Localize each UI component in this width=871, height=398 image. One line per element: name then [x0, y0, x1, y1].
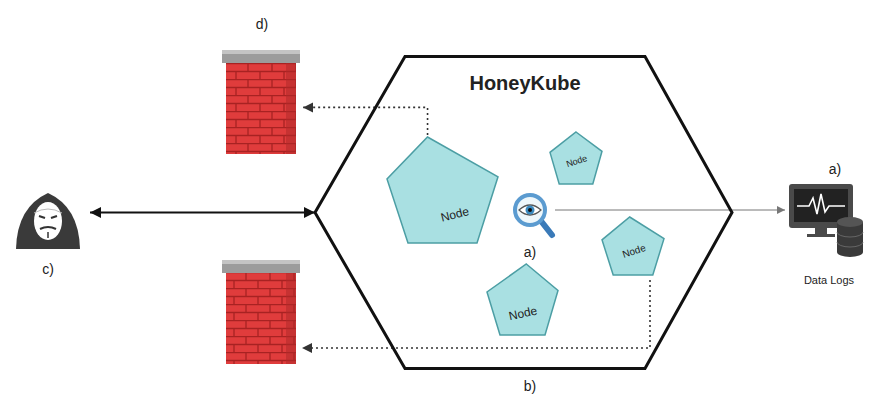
connector — [303, 102, 428, 135]
connector-line — [555, 210, 785, 211]
data-logs-icon: a) Data Logs — [785, 160, 867, 290]
firewall-icon: d) — [218, 15, 303, 155]
connector — [555, 206, 785, 214]
node-shape — [485, 262, 560, 337]
cluster-hexagon: HoneyKubeNodeNodea)NodeNode — [315, 55, 733, 370]
arrow-head — [90, 207, 101, 218]
callout-letter: d) — [256, 17, 268, 32]
cluster-title: HoneyKube — [469, 72, 580, 94]
monitor-magnifier: a) — [505, 183, 555, 263]
node-pentagon: Node — [548, 130, 604, 186]
callout-letter: a) — [524, 245, 536, 260]
node-label: Data Logs — [804, 274, 854, 286]
connector-line — [303, 107, 428, 135]
node-pentagon: Node — [385, 135, 500, 245]
arrow-head — [777, 206, 785, 214]
callout-letter: c) — [42, 262, 54, 277]
node-pentagon: Node — [485, 262, 560, 337]
callout-letter: b) — [524, 378, 536, 394]
attacker-icon: c) — [8, 185, 90, 280]
node-pentagon: Node — [600, 215, 666, 277]
callout-letter: a) — [829, 162, 841, 177]
connector — [90, 207, 315, 218]
node-shape — [385, 135, 500, 245]
connector-line — [90, 212, 315, 214]
arrow-head — [303, 102, 313, 112]
node-shape — [785, 160, 867, 290]
node-shape — [218, 15, 303, 155]
firewall-icon — [222, 260, 300, 364]
arrow-head — [302, 343, 312, 353]
